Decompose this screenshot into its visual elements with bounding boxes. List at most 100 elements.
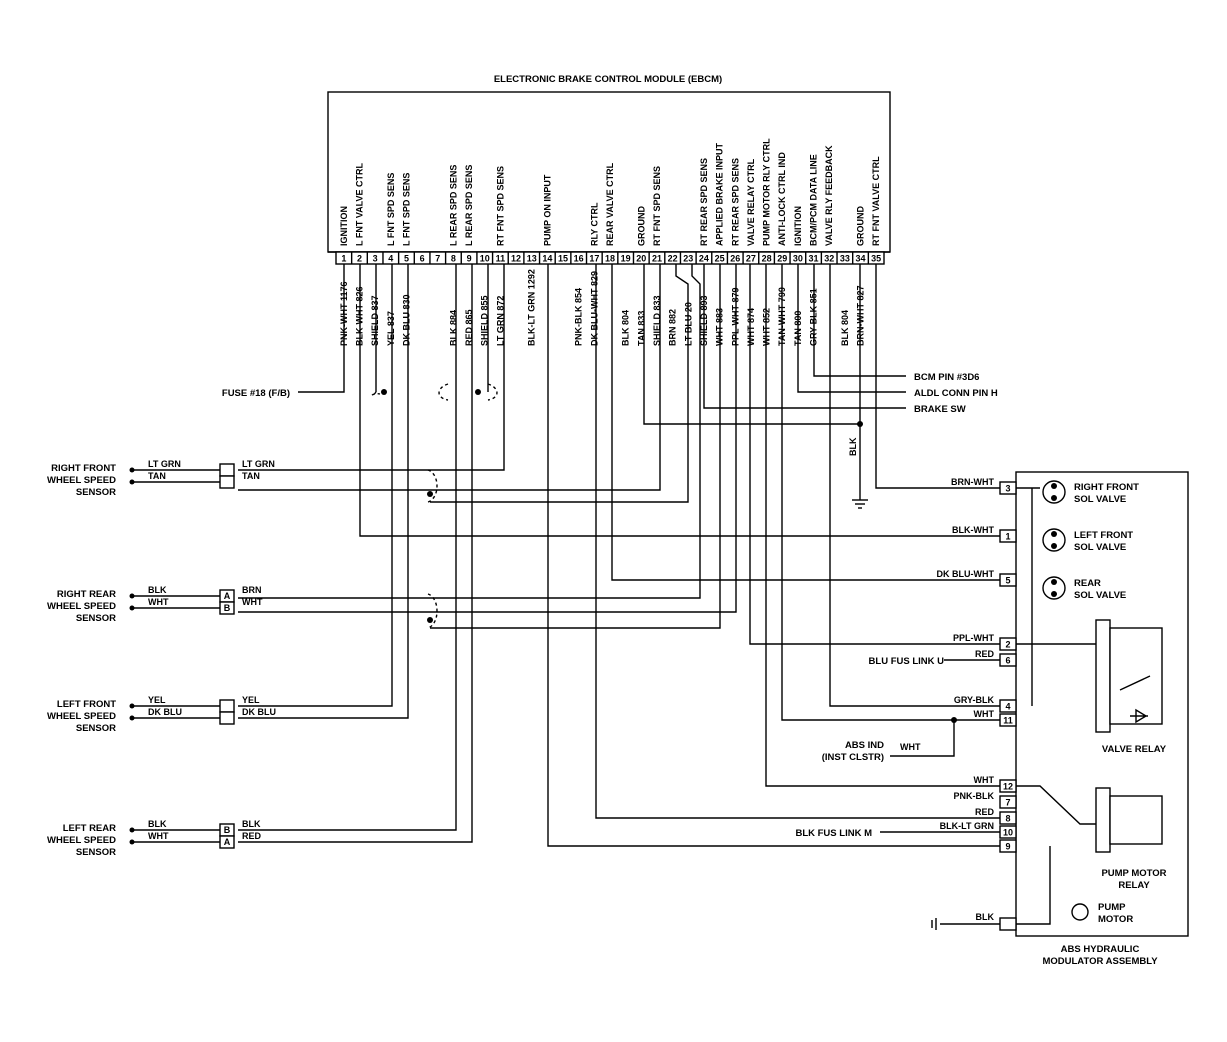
modulator-pin-number: 7 xyxy=(1005,798,1010,808)
wires xyxy=(238,264,1000,930)
connector-letter: A xyxy=(224,591,231,601)
ebcm-pin-number: 11 xyxy=(496,254,506,264)
sensor-name: LEFT REAR xyxy=(63,823,116,834)
sensor-wire-in: WHT xyxy=(148,831,169,841)
ebcm-pin-function: VALVE RLY FEEDBACK xyxy=(824,145,834,246)
sol-valve-label: REAR xyxy=(1074,578,1101,589)
sensor-name: SENSOR xyxy=(76,723,116,734)
modulator-wire-label: WHT xyxy=(974,709,995,719)
ebcm-pin-number: 35 xyxy=(871,254,881,264)
sensor-wire-out: BRN xyxy=(242,585,262,595)
modulator-title-1: ABS HYDRAULIC xyxy=(1061,944,1140,955)
modulator-wire-label: RED xyxy=(975,649,995,659)
ebcm-pin-wire: BRN 882 xyxy=(668,309,678,346)
ebcm-pin-function: IGNITION xyxy=(793,206,803,246)
ground-wire-label: BLK xyxy=(976,912,995,922)
modulator-pin-number: 3 xyxy=(1005,484,1010,494)
pump-motor-symbol xyxy=(1071,903,1089,921)
modulator-wire-label: DK BLU-WHT xyxy=(937,569,995,579)
ebcm-pin-function: L FNT VALVE CTRL xyxy=(354,163,364,246)
ebcm-pin-wire: RED 865 xyxy=(464,309,474,346)
pump-relay-label-1: PUMP MOTOR xyxy=(1101,868,1166,879)
sensor-wire-out: LT GRN xyxy=(242,459,275,469)
connector-cell xyxy=(219,601,235,615)
ebcm-pin-number: 34 xyxy=(856,254,866,264)
blk-ground-label: BLK xyxy=(848,437,858,456)
ebcm-pin-number: 22 xyxy=(668,254,678,264)
ebcm-pin-function: BCM/PCM DATA LINE xyxy=(809,154,819,246)
sensor-name: WHEEL SPEED xyxy=(47,711,116,722)
sensor-wire-out: BLK xyxy=(242,819,261,829)
modulator-pin-number: 11 xyxy=(1003,716,1013,726)
sensor-name: WHEEL SPEED xyxy=(47,835,116,846)
ebcm-pin-number: 5 xyxy=(404,254,409,264)
sensor-wire-out: YEL xyxy=(242,695,260,705)
modulator-pin-cell xyxy=(999,573,1017,587)
ebcm-box xyxy=(327,91,891,253)
sensor-wire-out: RED xyxy=(242,831,262,841)
connector-letter: B xyxy=(224,603,231,613)
modulator-pin-number: 1 xyxy=(1005,532,1010,542)
sensor-name: SENSOR xyxy=(76,847,116,858)
ebcm-pin-number: 30 xyxy=(793,254,803,264)
abs-wht-label: WHT xyxy=(900,742,921,752)
modulator-pin-cell xyxy=(999,917,1017,931)
sol-valve-label: SOL VALVE xyxy=(1074,542,1126,553)
bcm-pin-label: BCM PIN #3D6 xyxy=(914,372,979,383)
ebcm-pin-number: 18 xyxy=(605,254,615,264)
modulator-pin-cell xyxy=(999,839,1017,853)
modulator-pin-number: 8 xyxy=(1005,814,1010,824)
sensor-wire-in: YEL xyxy=(148,695,166,705)
ebcm-pin-function: APPLIED BRAKE INPUT xyxy=(715,142,725,246)
sol-valve-symbol xyxy=(1042,576,1066,600)
connector-letter: A xyxy=(224,837,231,847)
ebcm-pin-number: 28 xyxy=(762,254,772,264)
sensor-name: LEFT FRONT xyxy=(57,699,116,710)
modulator-wire-label: BRN-WHT xyxy=(951,477,994,487)
modulator-wire-label: PPL-WHT xyxy=(953,633,994,643)
ebcm-pin-wire: BLK-LT GRN 1292 xyxy=(527,269,537,346)
ebcm-pin-wire: PNK-BLK 854 xyxy=(574,288,584,346)
ebcm-pin-number: 13 xyxy=(527,254,537,264)
modulator-wire-label: PNK-BLK xyxy=(954,791,995,801)
ebcm-pin-function: L FNT SPD SENS xyxy=(401,173,411,246)
modulator-pin-cell xyxy=(999,529,1017,543)
ebcm-pin-number: 21 xyxy=(652,254,662,264)
sensor-wire-out: DK BLU xyxy=(242,707,276,717)
modulator-pin-cell xyxy=(999,825,1017,839)
modulator-pin-number: 10 xyxy=(1003,828,1013,838)
ebcm-pin-function: RT REAR SPD SENS xyxy=(699,158,709,246)
valve-relay-label: VALVE RELAY xyxy=(1102,744,1167,755)
modulator-internal xyxy=(1016,487,1096,925)
pump-relay-frame xyxy=(1109,795,1163,845)
ebcm-pin-function: REAR VALVE CTRL xyxy=(605,162,615,246)
ebcm-pin-function: RT REAR SPD SENS xyxy=(730,158,740,246)
sensor-wire-in: BLK xyxy=(148,819,167,829)
sensor-name: SENSOR xyxy=(76,487,116,498)
ebcm-pin-number: 25 xyxy=(715,254,725,264)
ebcm-pin-number: 27 xyxy=(746,254,756,264)
sensor-wire-in: DK BLU xyxy=(148,707,182,717)
ebcm-pin-function: RLY CTRL xyxy=(589,202,599,246)
modulator-wire-label: GRY-BLK xyxy=(954,695,995,705)
ebcm-pin-function: L REAR SPD SENS xyxy=(448,165,458,246)
ebcm-pin-number: 23 xyxy=(683,254,693,264)
connector-cell xyxy=(219,711,235,725)
ebcm-pin-number: 1 xyxy=(341,254,346,264)
ebcm-pin-number: 29 xyxy=(777,254,787,264)
ebcm-pin-number: 31 xyxy=(809,254,819,264)
ebcm-pin-number: 3 xyxy=(373,254,378,264)
aldl-pin-label: ALDL CONN PIN H xyxy=(914,388,998,399)
ebcm-pin-number: 26 xyxy=(730,254,740,264)
modulator-pin-number: 6 xyxy=(1005,656,1010,666)
modulator-pin-number: 4 xyxy=(1005,702,1010,712)
ebcm-pin-number: 10 xyxy=(480,254,490,264)
ebcm-pin-wire: LT GRN 872 xyxy=(495,296,505,346)
ebcm-pin-number: 19 xyxy=(621,254,631,264)
sol-valve-label: SOL VALVE xyxy=(1074,494,1126,505)
modulator-wire-label: RED xyxy=(975,807,995,817)
ebcm-pin-wire: BLK 804 xyxy=(840,310,850,346)
